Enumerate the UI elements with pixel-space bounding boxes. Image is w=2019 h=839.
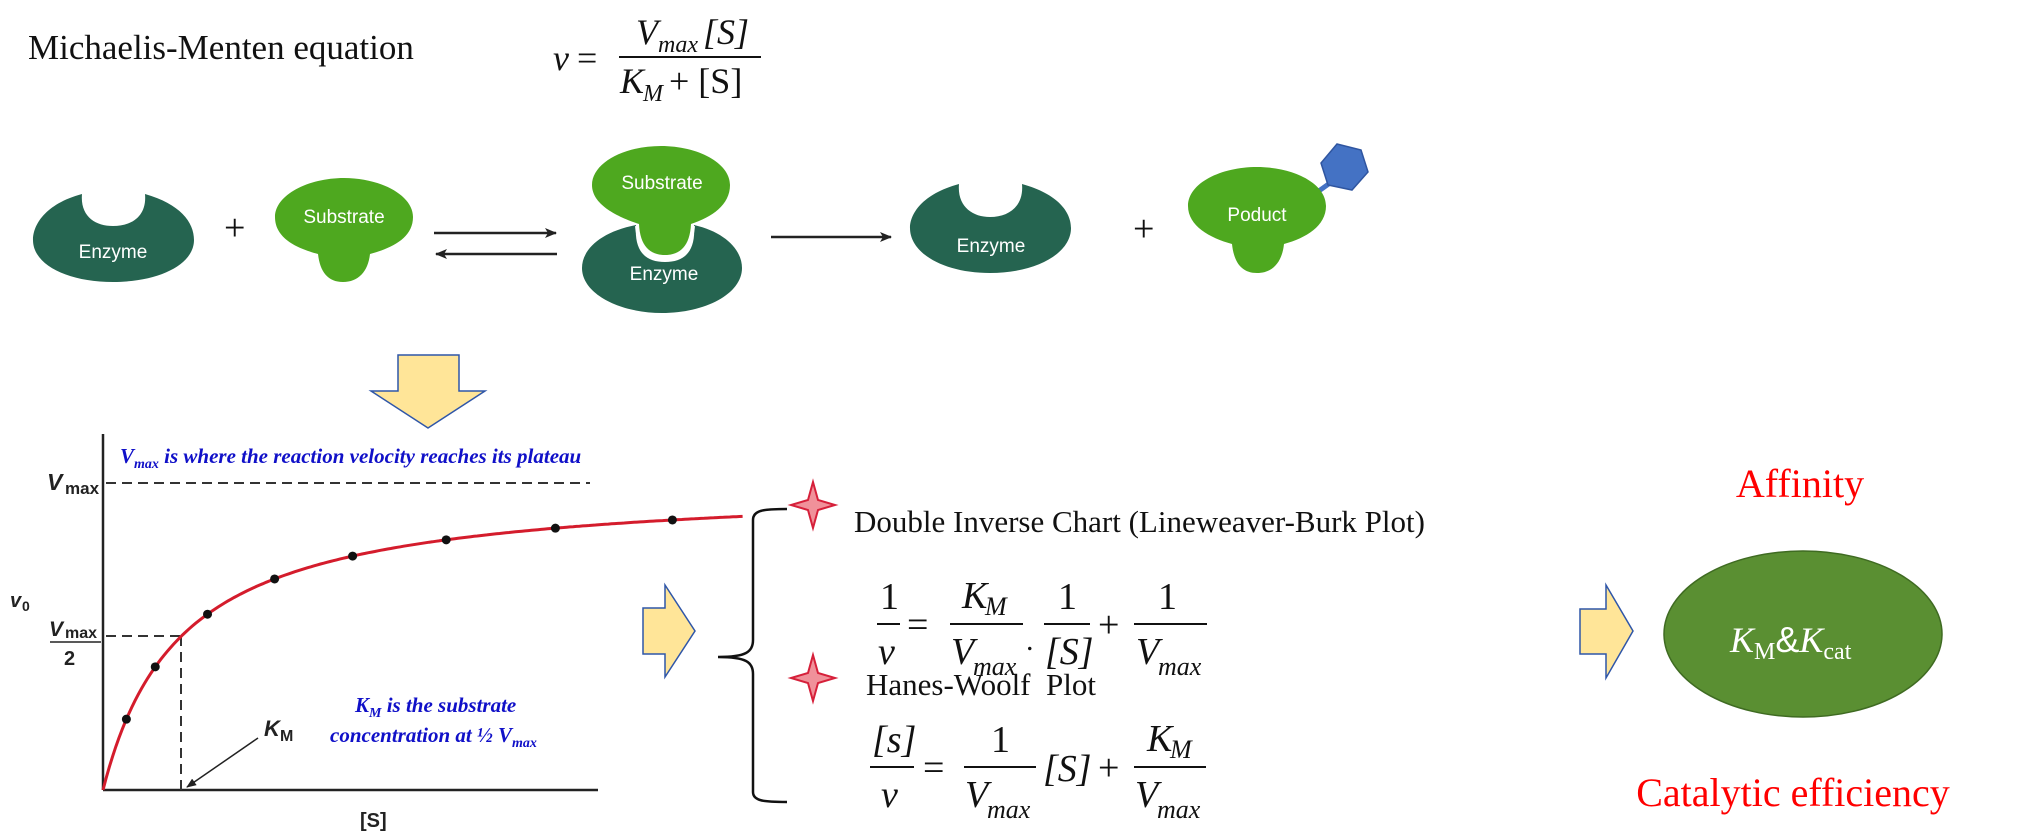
svg-text:+: + [1098,604,1119,646]
svg-text:concentration at ½ Vmax: concentration at ½ Vmax [330,723,537,751]
product: Poduct [1188,143,1369,273]
svg-text:V: V [1136,631,1163,673]
vmax-note: Vmax is where the reaction velocity reac… [120,444,581,472]
catalytic-efficiency-label: Catalytic efficiency [1636,770,1950,815]
data-point [150,662,160,672]
star-bullet-icon [787,651,839,705]
eq-numerator: V max [S] [636,12,749,58]
svg-text:[S]: [S] [1043,748,1092,790]
data-points [121,515,677,724]
michaelis-menten-equation: v = V max [S] K M + [S] [553,12,761,107]
svg-text:1: 1 [1158,576,1177,618]
svg-text:M: M [1169,735,1193,764]
svg-text:max: max [1158,652,1202,681]
star-bullet-icon [787,478,839,532]
svg-text:.: . [1026,624,1034,657]
eq-num-tail: [S] [703,12,749,52]
vmax-tick-label: V max [47,469,100,498]
svg-text:max: max [987,795,1031,824]
svg-text:max: max [973,652,1017,681]
svg-text:KM is the substrate: KM is the substrate [354,693,516,721]
svg-text:V: V [49,618,65,641]
data-point [667,515,677,525]
svg-text:K: K [264,716,282,741]
svg-text:1: 1 [1058,576,1077,618]
right-arrow-icon [642,582,696,680]
svg-text:1: 1 [880,576,899,618]
page-title: Michaelis-Menten equation [28,28,414,67]
lineweaver-burk-title: Double Inverse Chart (Lineweaver-Burk Pl… [854,504,1425,539]
eq-den-k: K [619,61,646,101]
hanes-woolf-title: Hanes-Woolf Plot [866,667,1096,702]
lineweaver-burk-equation: 1 v = K M V max . 1 [S] + 1 V max [877,575,1207,681]
svg-text:M: M [984,592,1008,621]
enzyme-free: Enzyme [33,194,194,282]
eq-num-sub: max [658,32,698,58]
data-point [203,609,213,619]
x-axis-label: [S] [360,810,387,832]
eq-lhs: v [553,38,569,78]
svg-text:V: V [47,469,64,495]
result-arrow-icon [1579,582,1634,681]
svg-text:2: 2 [64,648,75,670]
svg-text:[S]: [S] [1045,631,1094,673]
data-point [441,535,451,545]
eq-den-tail: + [S] [660,61,742,101]
svg-text:v: v [881,774,898,816]
enzyme-substrate-complex: Substrate Enzyme [582,146,742,313]
svg-text:v: v [878,631,895,673]
eq-num-v: V [636,12,662,52]
km-kcat-ellipse [1663,550,1943,718]
svg-text:max: max [65,479,100,498]
km-note: KM is the substrate concentration at ½ V… [330,693,537,751]
y-axis-label: v 0 [10,590,30,614]
affinity-label: Affinity [1736,461,1864,506]
svg-text:+: + [1098,747,1119,789]
svg-text:max: max [65,625,97,642]
data-point [121,714,131,724]
complex-enzyme-label: Enzyme [630,264,699,285]
svg-text:M: M [280,728,293,745]
complex-substrate-label: Substrate [621,173,702,194]
hanes-woolf-equation: [s] v = 1 V max [S] + K M V max [870,718,1206,824]
svg-text:[s]: [s] [872,719,916,761]
plus-sign: + [224,207,245,249]
data-point [270,574,280,584]
michaelis-menten-chart: Vmax is where the reaction velocity reac… [10,434,743,832]
svg-text:0: 0 [22,598,30,614]
substrate-free: Substrate [275,178,413,282]
svg-text:K: K [1146,718,1174,760]
eq-equals: = [577,38,597,78]
data-point [550,523,560,533]
eq-den-sub: M [642,81,665,107]
curly-brace [717,507,788,804]
svg-text:V: V [951,631,978,673]
down-arrow-icon [368,354,488,429]
km-kcat-label: KM&Kcat [1729,619,1852,665]
svg-text:V: V [965,774,992,816]
product-label: Poduct [1227,205,1287,226]
svg-text:v: v [10,590,23,612]
svg-text:=: = [907,604,928,646]
substrate-label: Substrate [303,207,384,228]
reaction-scheme: Enzyme + Substrate Substrate Enzyme Enzy… [33,143,1369,313]
hexagon-group-icon [1320,143,1369,191]
enzyme-released-label: Enzyme [957,236,1026,257]
svg-text:K: K [961,575,989,617]
svg-text:Vmax is where the reaction vel: Vmax is where the reaction velocity reac… [120,444,581,472]
svg-text:max: max [1157,795,1201,824]
eq-denominator: K M + [S] [619,61,742,107]
svg-text:1: 1 [991,719,1010,761]
svg-text:V: V [1135,774,1162,816]
km-arrow-label: K M [186,716,293,788]
data-point [348,551,358,561]
enzyme-label: Enzyme [79,242,148,263]
svg-text:=: = [923,747,944,789]
plus-sign-2: + [1133,208,1154,250]
enzyme-released: Enzyme [910,184,1071,273]
half-vmax-tick-label: V max 2 [49,618,101,670]
